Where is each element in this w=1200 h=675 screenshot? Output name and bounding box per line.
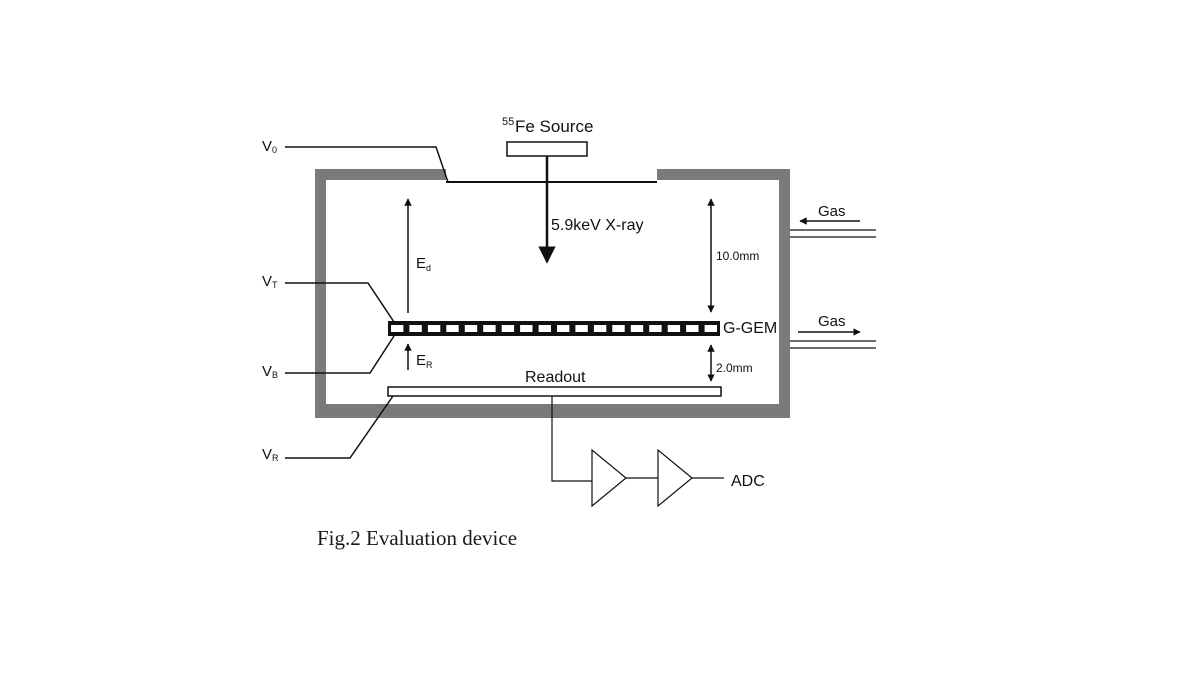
- adc-label: ADC: [731, 473, 765, 490]
- vt-symbol: V: [262, 273, 272, 290]
- g-gem-hole: [501, 325, 515, 332]
- g-gem-hole: [612, 325, 625, 332]
- figure-caption: Fig.2 Evaluation device: [317, 526, 518, 550]
- g-gem-hole: [557, 325, 570, 332]
- gas-outlet: Gas: [790, 313, 876, 349]
- g-gem-hole: [520, 325, 533, 332]
- g-gem-hole: [686, 325, 699, 332]
- g-gem-hole: [649, 325, 662, 332]
- g-gem-hole: [704, 325, 717, 332]
- chamber-right-wall: [779, 169, 790, 418]
- v0-symbol: V: [262, 138, 272, 155]
- gas-outlet-label: Gas: [818, 313, 846, 330]
- shaping-amplifier-symbol: [657, 448, 693, 508]
- gas-inlet-label: Gas: [818, 203, 846, 220]
- g-gem-electrode: [388, 321, 720, 336]
- g-gem-hole: [446, 325, 459, 332]
- g-gem-hole: [593, 325, 607, 332]
- induction-field-symbol: E: [416, 352, 426, 369]
- vt-lead: [285, 282, 395, 323]
- v0-subscript: 0: [272, 145, 277, 155]
- gas-inlet: Gas: [790, 203, 876, 238]
- drift-field-symbol: E: [416, 255, 426, 272]
- voltage-leads: [285, 146, 449, 459]
- g-gem-hole: [464, 325, 478, 332]
- vr-subscript: R: [272, 453, 279, 463]
- g-gem-hole: [409, 325, 422, 332]
- g-gem-hole: [575, 325, 588, 332]
- vr-lead: [285, 395, 394, 459]
- induction-field-subscript: R: [426, 360, 433, 370]
- readout-signal-wire: [551, 396, 592, 482]
- v0-lead: [285, 146, 449, 183]
- drift-gap-label: 10.0mm: [716, 249, 759, 263]
- xray-label: 5.9keV X-ray: [551, 217, 643, 234]
- fe-source-plate: [506, 141, 588, 157]
- g-gem-hole: [391, 325, 404, 332]
- g-gem-label: G-GEM: [723, 320, 777, 337]
- drift-field-subscript: d: [426, 263, 431, 273]
- g-gem-hole: [427, 325, 441, 332]
- vb-symbol: V: [262, 363, 272, 380]
- g-gem-hole: [630, 325, 644, 332]
- chamber-left-wall: [315, 169, 326, 418]
- chamber-top-wall-left: [315, 169, 446, 180]
- g-gem-foil: [388, 321, 720, 336]
- vb-lead: [285, 335, 395, 374]
- g-gem-hole: [538, 325, 551, 332]
- vr-symbol: V: [262, 446, 272, 463]
- readout-label: Readout: [525, 369, 586, 386]
- g-gem-hole: [667, 325, 681, 332]
- preamplifier-symbol: [591, 448, 627, 508]
- fe-source-label: Fe Source: [515, 117, 593, 136]
- signal-chain: [551, 396, 724, 508]
- induction-gap-label: 2.0mm: [716, 361, 753, 375]
- fe-source-superscript: 55: [502, 116, 514, 128]
- vb-subscript: B: [272, 370, 278, 380]
- readout-plate: [387, 386, 722, 397]
- chamber-top-wall-right: [657, 169, 790, 180]
- g-gem-hole: [483, 325, 496, 332]
- vt-subscript: T: [272, 280, 278, 290]
